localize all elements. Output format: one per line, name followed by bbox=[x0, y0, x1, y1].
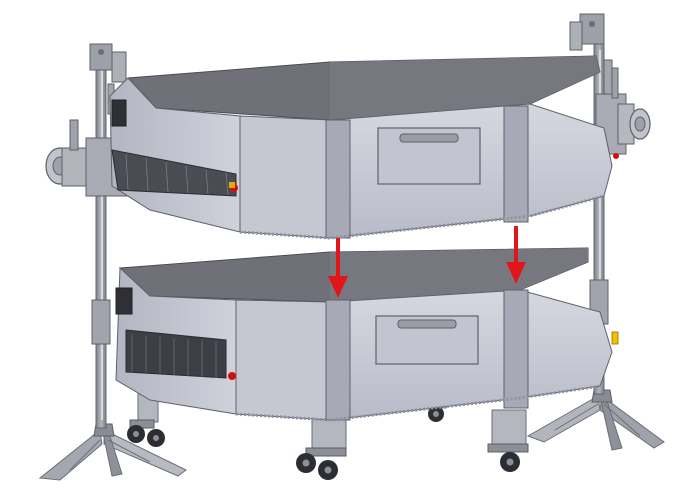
lower-oven-casters bbox=[127, 406, 529, 480]
lower-oven bbox=[115, 247, 619, 480]
upper-oven-left-pillar bbox=[325, 119, 351, 239]
right-top-bracket bbox=[569, 13, 613, 103]
lower-oven-side-indicator bbox=[611, 331, 619, 345]
right-winch bbox=[595, 67, 651, 155]
right-stand-foot bbox=[526, 389, 665, 451]
lower-oven-power-switch bbox=[228, 372, 236, 380]
left-lift-stand bbox=[38, 43, 187, 481]
upper-oven-conveyor-opening bbox=[111, 149, 237, 197]
lower-oven-left-pillar bbox=[325, 299, 351, 421]
left-stand-foot bbox=[38, 423, 187, 481]
lower-oven-door-handle bbox=[397, 319, 457, 329]
lower-oven-right-pillar bbox=[503, 289, 529, 409]
left-lowering-arrow bbox=[328, 238, 348, 298]
right-lowering-arrow bbox=[506, 226, 526, 284]
upper-oven-right-pillar bbox=[503, 105, 529, 223]
right-lift-stand bbox=[526, 13, 665, 451]
upper-oven bbox=[109, 55, 619, 240]
lower-oven-conveyor-opening bbox=[125, 329, 227, 379]
lower-oven-door bbox=[375, 315, 479, 365]
lowering-arrows bbox=[328, 226, 526, 298]
upper-oven-door-handle bbox=[399, 133, 459, 143]
